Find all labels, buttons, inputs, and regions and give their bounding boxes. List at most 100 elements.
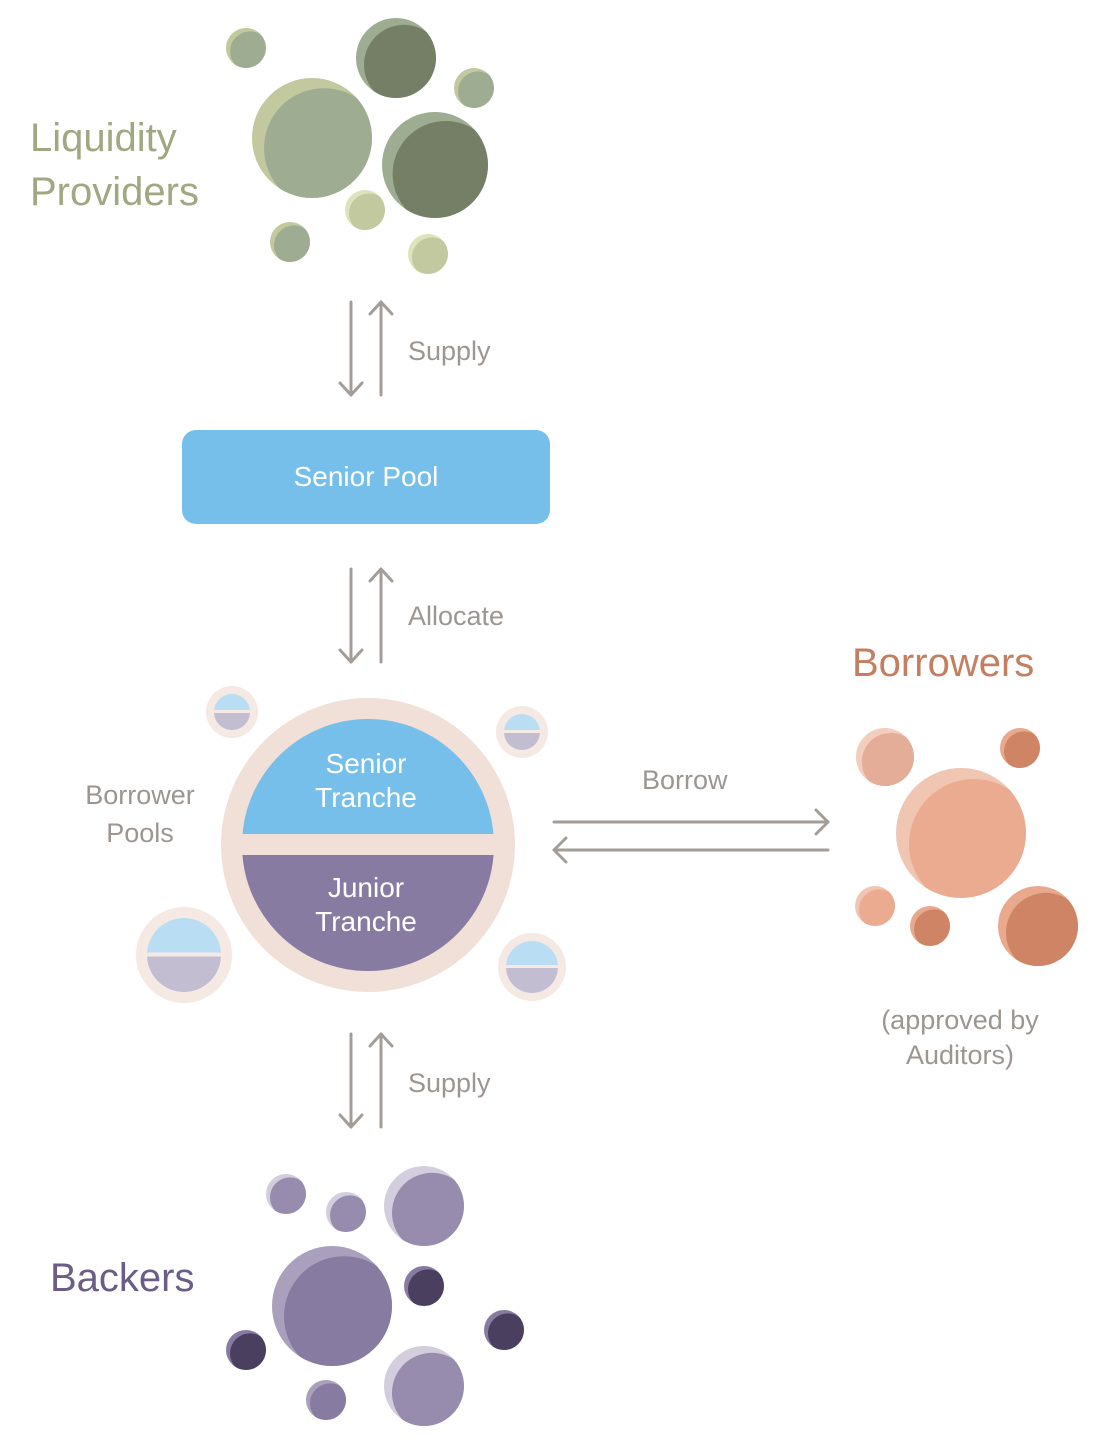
borrow-flow-label: Borrow — [642, 765, 728, 795]
borrower-pool-main — [221, 698, 515, 992]
borrowers-label: Borrowers — [852, 641, 1035, 685]
bubble-front — [412, 237, 448, 274]
senior-pool-label: Senior Pool — [293, 461, 439, 492]
junior-tranche-label-line2: Tranche — [315, 906, 417, 937]
arrow-up-icon — [368, 300, 394, 397]
supply-flow-label-bottom: Supply — [408, 1068, 491, 1098]
small-borrower-pool — [206, 686, 258, 738]
arrow-down-icon — [338, 300, 364, 397]
bubble-front — [1006, 892, 1078, 966]
liquidity-providers-label: Liquidity Providers — [30, 111, 199, 219]
liquidity-providers-bubble-cluster — [226, 18, 494, 274]
borrower-pools-label-line1: Borrower — [85, 780, 195, 810]
bubble — [408, 234, 448, 274]
allocate-arrows — [338, 567, 394, 664]
bubble — [266, 1174, 306, 1214]
supply-flow-label-top: Supply — [408, 336, 491, 366]
arrow-up-icon — [368, 1032, 394, 1129]
arrow-down-icon — [338, 567, 364, 664]
junior-tranche-segment — [506, 968, 558, 993]
liquidity-providers-label-line1: Liquidity — [30, 116, 177, 160]
bubble — [306, 1380, 346, 1420]
bubble-front — [861, 732, 914, 786]
supply-arrows-top — [338, 300, 394, 397]
junior-tranche-segment — [504, 733, 540, 750]
senior-tranche-segment — [214, 694, 250, 710]
bubble — [272, 1246, 392, 1366]
bubble — [270, 222, 310, 262]
arrow-left-icon — [552, 836, 830, 864]
bubble — [856, 728, 914, 786]
senior-tranche-label: Senior Tranche — [266, 747, 466, 815]
borrower-pools-label: Borrower Pools — [60, 776, 220, 852]
bubble-front — [330, 1195, 366, 1232]
bubble — [855, 886, 895, 926]
liquidity-providers-label-line2: Providers — [30, 170, 199, 214]
bubble — [356, 18, 436, 98]
allocate-flow-label: Allocate — [408, 601, 505, 631]
bubble — [326, 1192, 366, 1232]
bubble-front — [392, 1172, 464, 1246]
bubble-front — [349, 193, 385, 230]
arrow-down-icon — [338, 1032, 364, 1129]
bubble — [998, 886, 1078, 966]
senior-tranche-segment — [242, 719, 494, 834]
junior-tranche-label-line1: Junior — [327, 872, 405, 903]
arrow-right-icon — [552, 808, 830, 836]
bubble-front — [310, 1383, 346, 1420]
pool-ring — [206, 686, 258, 738]
borrow-arrows — [552, 808, 830, 864]
approval-note-line2: Auditors) — [905, 1040, 1015, 1070]
bubble — [454, 68, 494, 108]
small-borrower-pools — [136, 686, 566, 1003]
supply-arrows-bottom — [338, 1032, 394, 1129]
bubble-front — [1004, 731, 1040, 768]
small-borrower-pool — [136, 907, 232, 1003]
bubble — [382, 112, 488, 218]
junior-tranche-segment — [214, 713, 250, 730]
bubble — [345, 190, 385, 230]
senior-tranche-segment — [504, 714, 540, 730]
bubble — [384, 1346, 464, 1426]
bubble — [484, 1310, 524, 1350]
borrower-pools-label-line2: Pools — [106, 818, 174, 848]
bubble — [252, 78, 372, 198]
bubble-front — [408, 1269, 444, 1306]
bubble — [1000, 728, 1040, 768]
small-borrower-pool — [498, 933, 566, 1001]
senior-tranche-segment — [506, 941, 558, 965]
backers-bubble-cluster — [226, 1166, 524, 1426]
bubble — [226, 1330, 266, 1370]
bubble-front — [859, 889, 895, 926]
bubble-front — [274, 225, 310, 262]
bubble-front — [392, 121, 488, 218]
bubble-front — [270, 1177, 306, 1214]
bubble — [910, 906, 950, 946]
bubble-front — [488, 1313, 524, 1350]
bubble-front — [364, 24, 436, 98]
senior-pool-node: Senior Pool — [182, 430, 550, 524]
bubble-front — [230, 1333, 266, 1370]
bubble — [384, 1166, 464, 1246]
bubble-front — [392, 1352, 464, 1426]
small-borrower-pool — [496, 706, 548, 758]
bubble-front — [230, 31, 266, 68]
bubble — [404, 1266, 444, 1306]
bubble-front — [264, 88, 372, 198]
approval-note-line1: (approved by — [881, 1005, 1039, 1035]
bubble-front — [909, 779, 1026, 898]
bubble — [226, 28, 266, 68]
bubble — [896, 768, 1026, 898]
pool-ring — [496, 706, 548, 758]
borrowers-approval-note: (approved by Auditors) — [850, 1003, 1070, 1073]
junior-tranche-segment — [147, 956, 221, 992]
senior-tranche-segment — [147, 918, 221, 953]
junior-tranche-label: Junior Tranche — [266, 871, 466, 939]
bubble-front — [914, 909, 950, 946]
backers-label: Backers — [50, 1256, 195, 1300]
bubble-front — [458, 71, 494, 108]
senior-tranche-label-line1: Senior — [325, 748, 407, 779]
bubble-front — [284, 1256, 392, 1366]
borrowers-bubble-cluster — [855, 728, 1078, 966]
